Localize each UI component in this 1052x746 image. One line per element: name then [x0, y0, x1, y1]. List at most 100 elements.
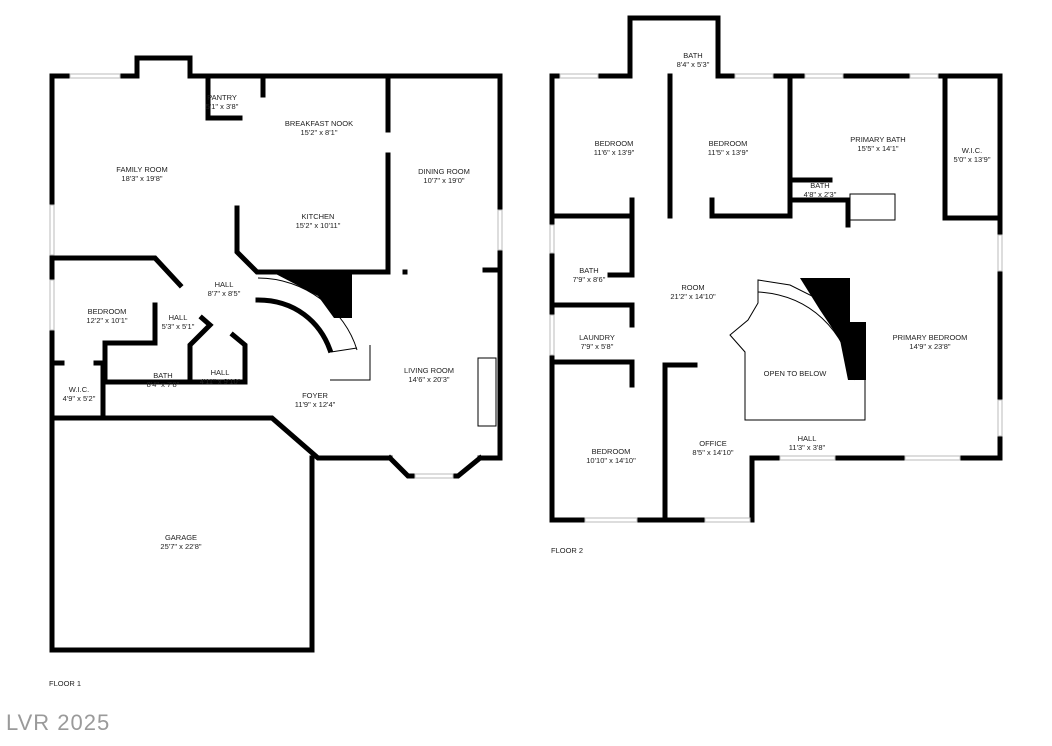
room-name: KITCHEN — [302, 212, 335, 221]
room-name: BEDROOM — [709, 139, 748, 148]
wall — [729, 279, 866, 421]
room-dimensions: 5'1" x 3'8" — [206, 102, 239, 111]
room-dimensions: 4'9" x 5'2" — [63, 394, 96, 403]
room-name: HALL — [169, 313, 188, 322]
window — [414, 473, 454, 479]
room-name: BEDROOM — [88, 307, 127, 316]
room-dimensions: 7'9" x 5'8" — [581, 342, 614, 351]
room-dimensions: 11'6" x 13'9" — [594, 148, 635, 157]
wall — [549, 197, 635, 219]
wall — [787, 197, 851, 228]
room-name: FOYER — [302, 391, 328, 400]
room-name: LAUNDRY — [579, 333, 615, 342]
wall — [49, 415, 393, 461]
room-dimensions: 12'2" x 10'1" — [86, 316, 127, 325]
room-dimensions: 14'6" x 20'3" — [408, 375, 449, 384]
room-name: OFFICE — [699, 439, 727, 448]
wall — [709, 73, 793, 219]
room-dimensions: 8'4" x 7'8" — [147, 380, 180, 389]
window — [584, 517, 638, 523]
window — [704, 517, 751, 523]
window — [497, 209, 503, 251]
wall — [607, 213, 635, 278]
room-dimensions: 8'7" x 8'5" — [208, 289, 241, 298]
room-dimensions: 21'2" x 14'10" — [670, 292, 716, 301]
window — [549, 314, 555, 356]
wall — [257, 277, 371, 381]
watermark: LVR 2025 — [6, 710, 111, 735]
window — [909, 73, 939, 79]
room-name: PRIMARY BATH — [850, 135, 905, 144]
room-dimensions: 8'4" x 5'3" — [677, 60, 710, 69]
room-name: OPEN TO BELOW — [764, 369, 828, 378]
room-name: HALL — [798, 434, 817, 443]
wall — [255, 297, 334, 354]
wall — [549, 359, 635, 388]
room-name: BREAKFAST NOOK — [285, 119, 353, 128]
window — [779, 455, 836, 461]
wall — [757, 291, 856, 381]
room-name: FAMILY ROOM — [116, 165, 167, 174]
room-name: BATH — [810, 181, 829, 190]
wall — [549, 15, 1003, 523]
room-name: ROOM — [681, 283, 704, 292]
wall — [49, 415, 315, 653]
window — [804, 73, 844, 79]
stair-wall-fill-2 — [800, 278, 866, 380]
floor1-label: FLOOR 1 — [49, 679, 81, 688]
room-dimensions: 7'9" x 8'6" — [573, 275, 606, 284]
room-name: GARAGE — [165, 533, 197, 542]
wall — [49, 255, 184, 289]
room-dimensions: 4'11" x 9'10" — [200, 377, 241, 386]
wall — [386, 454, 484, 479]
room-name: W.I.C. — [962, 146, 982, 155]
window — [997, 234, 1003, 272]
room-dimensions: 8'5" x 14'10" — [692, 448, 733, 457]
wall — [549, 302, 635, 328]
window — [997, 399, 1003, 437]
wall — [942, 73, 1003, 221]
room-name: DINING ROOM — [418, 167, 470, 176]
room-name: HALL — [215, 280, 234, 289]
window — [49, 204, 55, 256]
room-name: BEDROOM — [592, 447, 631, 456]
room-dimensions: 5'0" x 13'9" — [954, 155, 991, 164]
window — [734, 73, 774, 79]
wall — [549, 455, 868, 523]
room-name: PANTRY — [207, 93, 237, 102]
room-dimensions: 15'5" x 14'1" — [857, 144, 898, 153]
room-name: BATH — [153, 371, 172, 380]
window — [49, 279, 55, 331]
room-dimensions: 15'2" x 8'1" — [301, 128, 338, 137]
window — [549, 224, 555, 254]
room-name: LIVING ROOM — [404, 366, 454, 375]
stair-wall-fill — [272, 272, 352, 318]
room-name: HALL — [211, 368, 230, 377]
wall — [187, 314, 214, 385]
room-name: BEDROOM — [595, 139, 634, 148]
room-name: W.I.C. — [69, 385, 89, 394]
floor2-label: FLOOR 2 — [551, 546, 583, 555]
wall — [662, 362, 698, 523]
room-name: PRIMARY BEDROOM — [893, 333, 968, 342]
room-dimensions: 5'3" x 5'1" — [162, 322, 195, 331]
room-dimensions: 18'3" x 19'8" — [121, 174, 162, 183]
floor2-walls — [549, 15, 1003, 523]
room-dimensions: 11'9" x 12'4" — [295, 400, 336, 409]
tub — [849, 193, 896, 221]
room-dimensions: 10'10" x 14'10" — [586, 456, 636, 465]
room-dimensions: 4'8" x 2'3" — [804, 190, 837, 199]
room-dimensions: 15'2" x 10'11" — [296, 221, 341, 230]
room-dimensions: 14'9" x 23'8" — [909, 342, 950, 351]
room-dimensions: 11'5" x 13'9" — [708, 148, 749, 157]
fireplace — [477, 357, 497, 427]
floor1-walls — [49, 55, 503, 653]
window — [559, 73, 599, 79]
room-name: BATH — [579, 266, 598, 275]
window — [904, 455, 961, 461]
room-dimensions: 25'7" x 22'8" — [160, 542, 201, 551]
window — [69, 73, 121, 79]
